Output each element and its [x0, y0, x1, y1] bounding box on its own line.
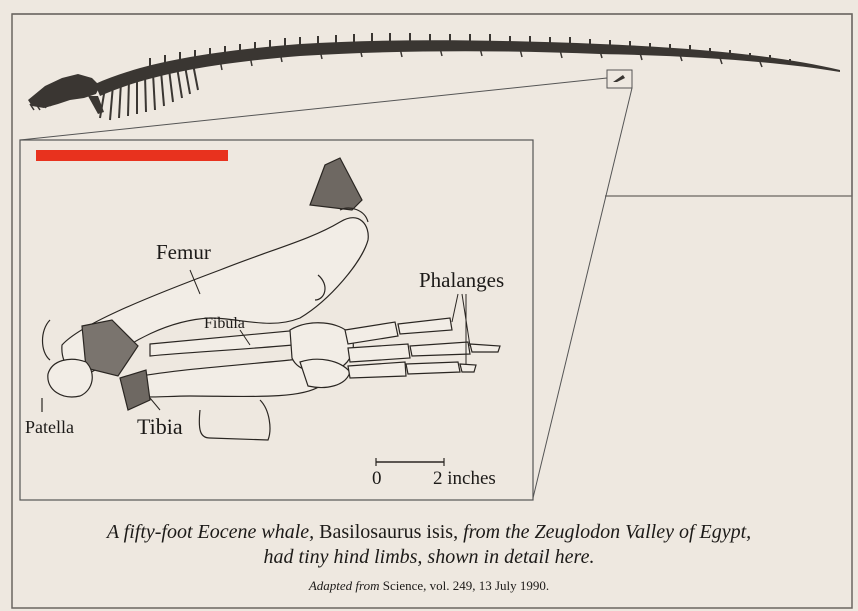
caption-line1-part-c: from the Zeuglodon Valley of Egypt, — [463, 521, 751, 543]
credit-adapted-from: Adapted from — [309, 578, 380, 593]
label-patella: Patella — [25, 417, 74, 438]
scale-bar-start-label: 0 — [372, 468, 382, 490]
caption-line1-part-a: A fifty-foot Eocene whale, — [107, 521, 314, 543]
caption-species-name: Basilosaurus isis, — [319, 521, 458, 543]
label-fibula: Fibula — [204, 315, 245, 333]
credit-source: Science, vol. 249, 13 July 1990. — [383, 578, 549, 593]
label-phalanges: Phalanges — [419, 268, 504, 293]
callout-line-right — [533, 88, 632, 498]
whale-skeleton — [28, 33, 840, 120]
caption-line2: had tiny hind limbs, shown in detail her… — [0, 545, 858, 570]
figure-caption: A fifty-foot Eocene whale, Basilosaurus … — [0, 520, 858, 594]
label-femur: Femur — [156, 240, 211, 265]
red-highlight-bar — [36, 150, 228, 161]
scale-bar-end-label: 2 inches — [433, 468, 496, 490]
label-tibia: Tibia — [137, 414, 183, 440]
